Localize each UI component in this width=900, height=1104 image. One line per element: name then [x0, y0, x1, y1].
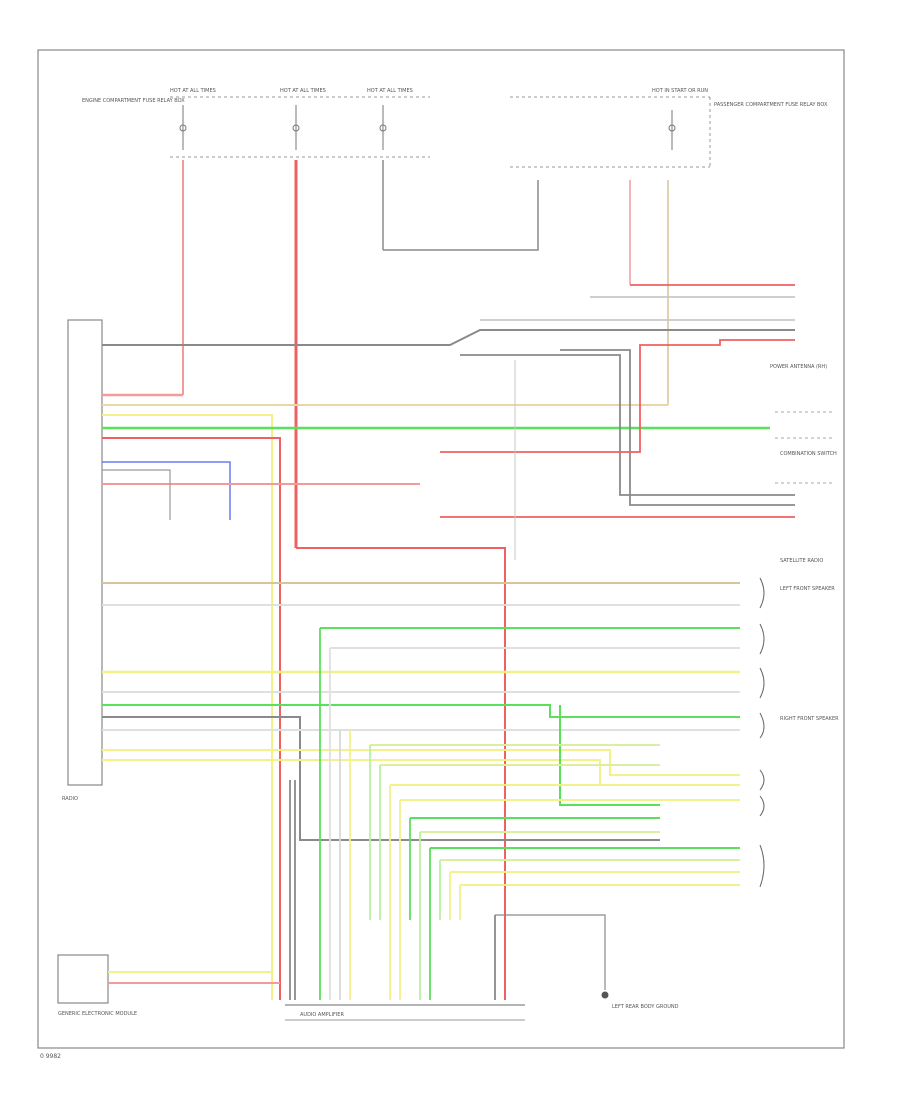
- right-labels: POWER ANTENNA (RH) COMBINATION SWITCH SA…: [770, 364, 839, 722]
- hot-label-d: HOT IN START OR RUN: [652, 88, 708, 94]
- power-antenna-label: POWER ANTENNA (RH): [770, 364, 827, 370]
- footer-code: 0 9982: [40, 1053, 61, 1060]
- body-ground-label: LEFT REAR BODY GROUND: [612, 1004, 679, 1010]
- diagram-frame: [37, 49, 845, 1049]
- audio-amp-label: AUDIO AMPLIFIER: [300, 1012, 344, 1018]
- amp-drops: [289, 628, 606, 1000]
- right-dashed: [775, 411, 835, 484]
- radio-module: [67, 319, 103, 786]
- passenger-fuse-box: [510, 96, 711, 168]
- fuse-group: [179, 105, 676, 150]
- gem-module: [57, 954, 109, 1004]
- gem-label: GENERIC ELECTRONIC MODULE: [58, 1011, 137, 1017]
- engine-fuse-box-label: ENGINE COMPARTMENT FUSE RELAY BOX: [82, 98, 185, 104]
- speaker-harness: [102, 582, 740, 886]
- passenger-fuse-box-label: PASSENGER COMPARTMENT FUSE RELAY BOX: [714, 102, 828, 108]
- left-speaker-label: LEFT FRONT SPEAKER: [780, 586, 835, 592]
- wire-gray-loop: [383, 180, 539, 251]
- engine-fuse-box: [170, 96, 430, 158]
- radio-harness: [102, 329, 795, 1000]
- upper-right-harness: [440, 284, 795, 518]
- hot-label-a: HOT AT ALL TIMES: [170, 88, 216, 94]
- satellite-radio-label: SATELLITE RADIO: [780, 558, 823, 564]
- combination-switch-label: COMBINATION SWITCH: [780, 451, 837, 457]
- ground-icon: [601, 991, 609, 999]
- hot-label-b: HOT AT ALL TIMES: [280, 88, 326, 94]
- radio-label: RADIO: [62, 796, 78, 802]
- fuse-labels: HOT AT ALL TIMES HOT AT ALL TIMES HOT AT…: [82, 88, 828, 108]
- hot-label-c: HOT AT ALL TIMES: [367, 88, 413, 94]
- speaker-connectors: [759, 577, 765, 888]
- right-speaker-label: RIGHT FRONT SPEAKER: [780, 716, 839, 722]
